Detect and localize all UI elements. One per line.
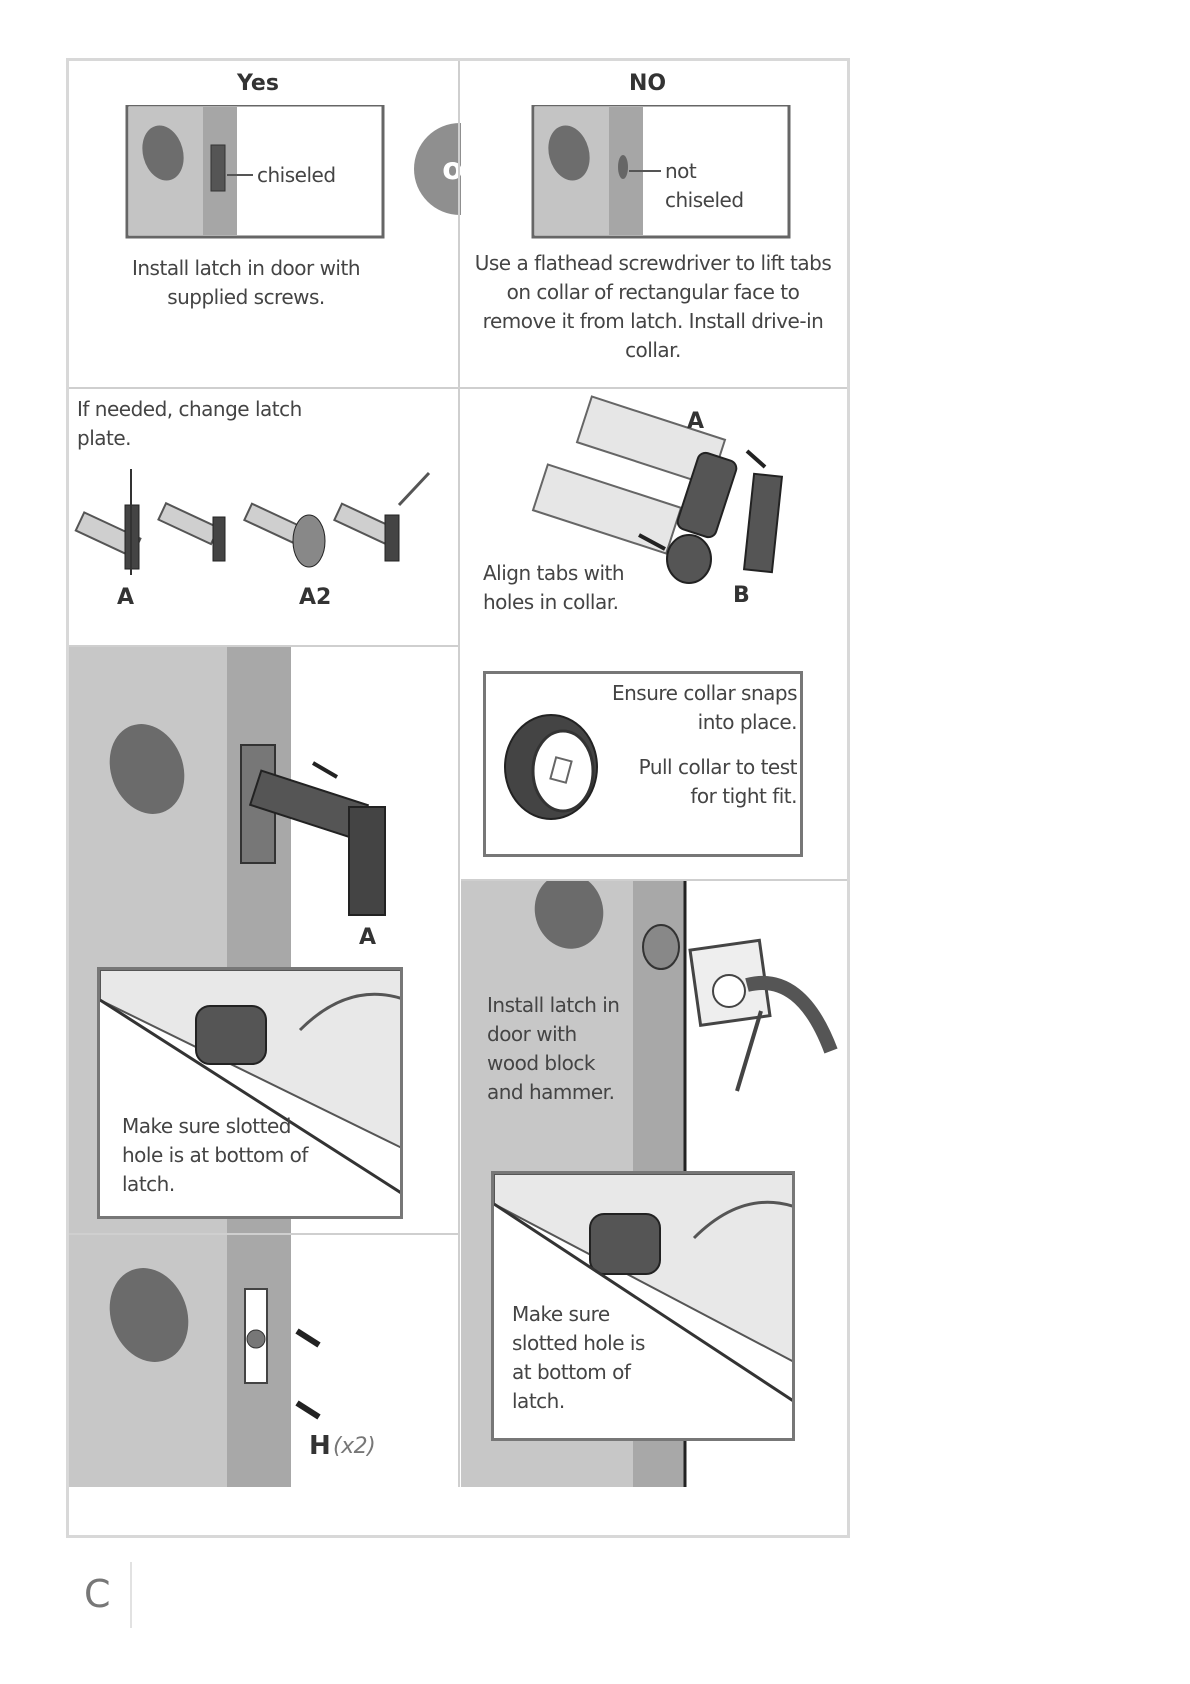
align-tabs-caption: Align tabs with holes in collar. [483, 559, 673, 617]
panel-install-latch: A Make sure slotted hole is at bottom of… [69, 647, 458, 1233]
panel-change-plate: If needed, change latch plate. A A2 [69, 389, 458, 645]
no-caption: Use a flathead screwdriver to lift tabs … [473, 249, 833, 365]
screws-label-h: H [309, 1431, 331, 1461]
collar-check-line2: Pull collar to test for tight fit. [611, 753, 797, 811]
change-plate-label-a: A [117, 585, 134, 610]
slotted-hole-inset-right: Make sure slotted hole is at bottom of l… [491, 1171, 795, 1441]
yes-heading: Yes [237, 71, 279, 96]
section-letter: C [84, 1572, 111, 1616]
align-tabs-label-a: A [687, 409, 704, 434]
instruction-sheet: Yes chiseled Install latch in door with … [66, 58, 850, 1538]
panel-no: NO not chiseled Use a flathead screwdriv… [461, 61, 847, 387]
slotted-hole-inset-left: Make sure slotted hole is at bottom of l… [97, 967, 403, 1219]
slotted-hole-caption-right: Make sure slotted hole is at bottom of l… [512, 1300, 662, 1416]
collar-closeup-illustration [487, 687, 607, 837]
no-heading: NO [629, 71, 666, 96]
screws-qty: (x2) [333, 1431, 375, 1463]
latch-screws-illustration [69, 1235, 458, 1487]
yes-caption: Install latch in door with supplied scre… [121, 254, 371, 312]
change-plate-label-a2: A2 [299, 585, 331, 610]
footer-divider [130, 1562, 132, 1628]
yes-callout: chiseled [257, 161, 336, 190]
install-latch-label-a: A [359, 925, 376, 950]
panel-screws: H (x2) [69, 1235, 458, 1487]
collar-check-line1: Ensure collar snaps into place. [611, 679, 797, 737]
change-plate-caption: If needed, change latch plate. [77, 395, 307, 453]
panel-yes: Yes chiseled Install latch in door with … [69, 61, 458, 387]
no-callout: not chiseled [665, 157, 775, 215]
hammer-caption: Install latch in door with wood block an… [487, 991, 623, 1107]
divider [458, 61, 460, 1487]
panel-align-tabs: A B Align tabs with holes in collar. [461, 389, 847, 645]
slotted-hole-caption-left: Make sure slotted hole is at bottom of l… [122, 1112, 322, 1199]
panel-collar-check: Ensure collar snaps into place. Pull col… [461, 647, 847, 879]
align-tabs-label-b: B [733, 583, 750, 608]
panel-hammer: Install latch in door with wood block an… [461, 881, 847, 1487]
